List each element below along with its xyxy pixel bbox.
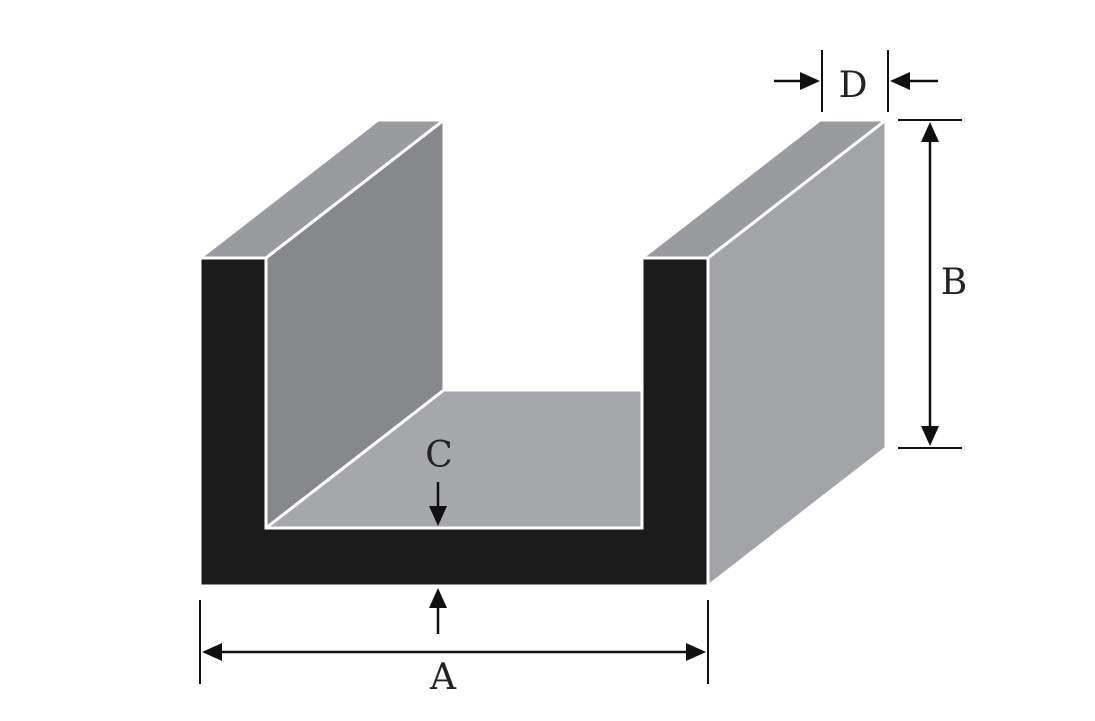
dimension-b-arrow-bottom [921, 426, 939, 446]
dimension-b-arrow-top [921, 122, 939, 142]
channel-solid [195, 116, 891, 590]
dimension-a-label: A [429, 657, 457, 698]
dimension-d-arrow-left [890, 72, 910, 90]
dimension-b-label: B [941, 262, 967, 303]
dimension-d: D [774, 50, 938, 112]
dimension-c-label: C [425, 435, 453, 476]
dimension-b: B [898, 119, 967, 449]
dimension-d-label: D [839, 65, 868, 106]
dimension-a-arrow-right [686, 643, 706, 661]
dimension-c-arrow-up [429, 588, 447, 608]
dimension-a: A [199, 600, 709, 698]
dimension-c: C [425, 435, 453, 634]
dimension-a-arrow-left [202, 643, 222, 661]
u-cross-section [198, 256, 710, 588]
dimension-d-arrow-right [800, 72, 820, 90]
dimension-c-arrow-down [429, 506, 447, 526]
